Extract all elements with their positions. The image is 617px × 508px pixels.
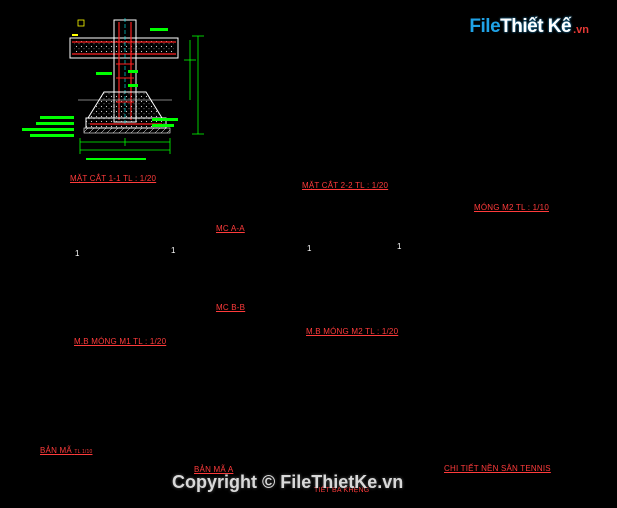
label-ban-ma: BẢN MÃ TL 1/10	[40, 446, 92, 455]
label-section-1-1: MẶT CẮT 1-1 TL : 1/20	[70, 174, 157, 183]
label-tennis-detail: CHI TIẾT NỀN SÂN TENNIS	[444, 464, 551, 473]
filethietke-logo: File Thiết Kế .vn	[469, 14, 589, 40]
copyright-watermark: Copyright © FileThietKe.vn	[172, 472, 404, 492]
section-mark-m1-left: 1	[75, 249, 80, 258]
section-mark-m2-right: 1	[397, 242, 402, 251]
section-mark-m2-left: 1	[307, 244, 312, 253]
label-mong-m2: MÓNG M2 TL : 1/10	[474, 203, 549, 212]
label-ban-ma-a: BẢN MÃ A	[194, 465, 234, 474]
logo-thietke-text: Thiết Kế	[500, 16, 572, 37]
label-plan-m2: M.B MÓNG M2 TL : 1/20	[306, 327, 399, 336]
label-plan-m1: M.B MÓNG M1 TL : 1/20	[74, 337, 167, 346]
logo-file-text: File	[469, 16, 501, 37]
section-mark-m1-right: 1	[171, 246, 176, 255]
logo-vn-text: .vn	[573, 24, 589, 36]
label-section-2-2: MẶT CẮT 2-2 TL : 1/20	[302, 181, 389, 190]
label-ban-ma-title: BẢN MÃ	[40, 446, 72, 455]
section-1-1-drawing	[22, 18, 204, 160]
label-mc-bb: MC B-B	[216, 303, 246, 312]
label-tiet-ba-kheng: TIẾT BA KHẸNG	[314, 487, 370, 494]
label-mc-aa: MC A-A	[216, 224, 245, 233]
label-ban-ma-scale: TL 1/10	[74, 449, 93, 455]
